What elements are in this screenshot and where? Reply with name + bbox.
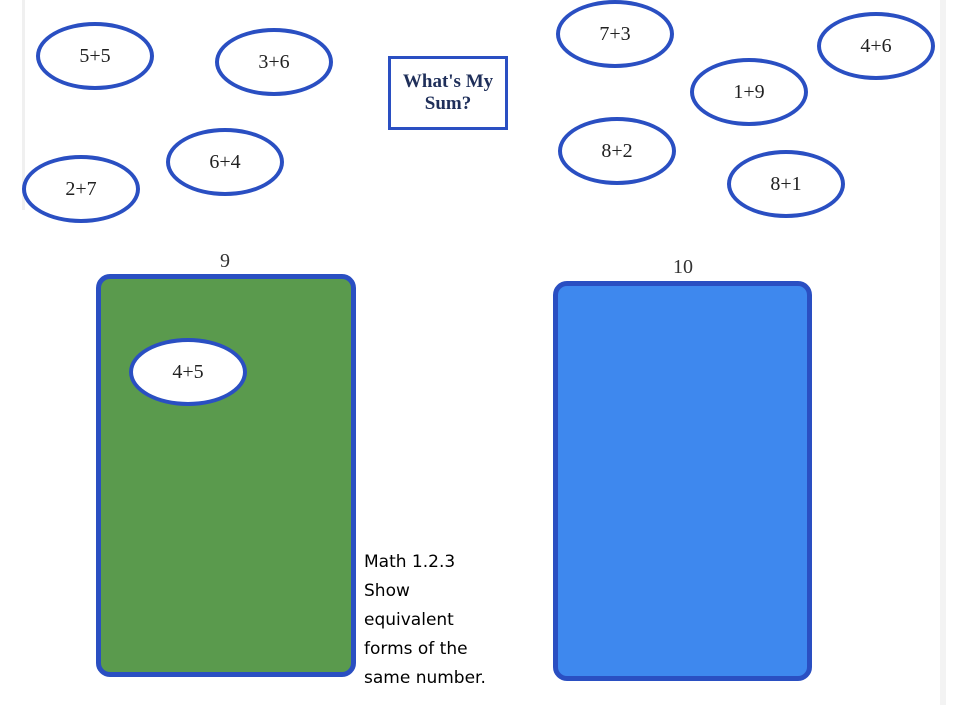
sum-card-4-plus-5[interactable]: 4+5 <box>129 338 247 406</box>
title-box: What's My Sum? <box>388 56 508 130</box>
sum-9-drop-zone[interactable] <box>96 274 356 677</box>
sum-card-6-plus-4[interactable]: 6+4 <box>166 128 284 196</box>
sum-card-8-plus-2[interactable]: 8+2 <box>558 117 676 185</box>
sum-10-drop-zone[interactable] <box>553 281 812 681</box>
sum-card-1-plus-9[interactable]: 1+9 <box>690 58 808 126</box>
sum-card-2-plus-7[interactable]: 2+7 <box>22 155 140 223</box>
scan-edge <box>940 0 946 705</box>
sum-card-5-plus-5[interactable]: 5+5 <box>36 22 154 90</box>
sum-card-3-plus-6[interactable]: 3+6 <box>215 28 333 96</box>
sum-card-8-plus-1[interactable]: 8+1 <box>727 150 845 218</box>
page-title: What's My Sum? <box>402 71 494 114</box>
scan-edge <box>22 0 25 210</box>
sum-card-4-plus-6[interactable]: 4+6 <box>817 12 935 80</box>
standard-note: Math 1.2.3 Show equivalent forms of the … <box>364 552 486 688</box>
sum-card-7-plus-3[interactable]: 7+3 <box>556 0 674 68</box>
box-label-ten: 10 <box>673 256 693 278</box>
box-label-nine: 9 <box>220 250 230 272</box>
